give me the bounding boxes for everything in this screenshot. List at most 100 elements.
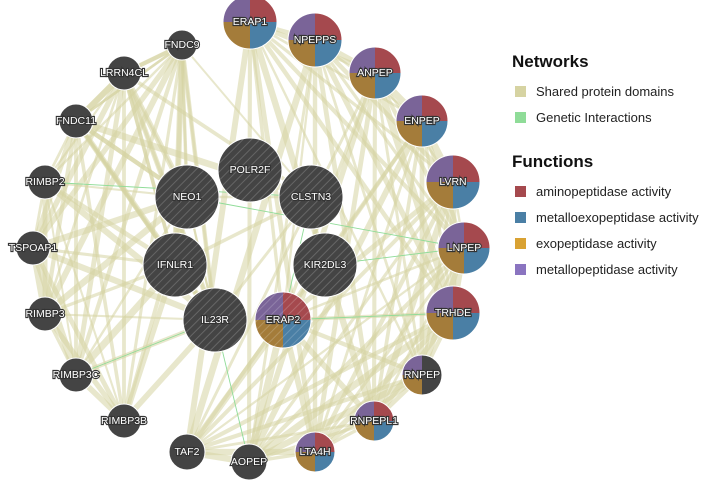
edge-shared-domain-ERAP1-LTA4H [247,21,318,453]
node-lvrn[interactable]: LVRN [425,154,481,210]
function-slice [464,248,490,274]
node-kir2dl3[interactable]: KIR2DL3 [292,232,358,298]
node-clstn3[interactable]: CLSTN3 [278,164,344,230]
function-slice [354,421,374,441]
node-fndc9[interactable]: FNDC9 [163,29,201,61]
node-label: IFNLR1 [157,259,193,271]
edge-shared-domain-TSPOAP1-LRRN4CL [30,71,127,250]
node-erap1[interactable]: ERAP1 [222,0,278,50]
legend-item-aminopeptidase[interactable]: aminopeptidase activity [512,178,699,204]
legend-item-metalloexopeptidase[interactable]: metalloexopeptidase activity [512,204,699,230]
function-slice [375,73,401,99]
function-slice [223,0,250,22]
node-rimbp3[interactable]: RIMBP3 [24,296,66,332]
legend-label: metalloexopeptidase activity [536,209,699,225]
edge-shared-domain-ANPEP-TAF2 [185,72,377,453]
node-trhde[interactable]: TRHDE [425,285,481,341]
node-label: RIMBP2 [25,176,64,188]
node-rnpepl1[interactable]: RNPEPL1 [349,400,399,442]
node-aopep[interactable]: AOPEP [230,443,268,481]
node-il23r[interactable]: IL23R [182,287,248,353]
node-rimbp3b[interactable]: RIMBP3B [100,403,148,439]
function-slice [354,401,374,421]
edge-shared-domain-NPEPPS-AOPEP [247,39,317,463]
edge-shared-domain-NPEPPS-TAF2 [183,39,319,453]
node-polr2f[interactable]: POLR2F [217,137,283,203]
node-label: RNPEP [404,369,440,381]
node-lnpep[interactable]: LNPEP [437,221,491,275]
function-slice [453,182,480,209]
function-slice [438,248,464,274]
node-anpep[interactable]: ANPEP [348,46,402,100]
node-label: IL23R [201,314,229,326]
edge-shared-domain-ERAP1-TAF2 [184,21,253,453]
function-slice [453,155,480,182]
node-label: TAF2 [175,446,200,458]
edge-shared-domain-LRRN4CL-IFNLR1 [122,72,177,266]
node-ifnlr1[interactable]: IFNLR1 [142,232,208,298]
node-label: NEO1 [173,191,202,203]
node-rimbp2[interactable]: RIMBP2 [24,164,66,200]
legend: Networks Shared protein domains Genetic … [512,52,699,282]
edge-shared-domain-RIMBP3-LRRN4CL [43,72,126,315]
edge-shared-domain-RIMBP3B-TSPOAP1 [30,246,127,423]
edge-shared-domain-LNPEP-AOPEP [247,246,466,464]
function-slice [250,22,277,49]
swatch-metallopeptidase [515,263,526,275]
edge-shared-domain-TSPOAP1-IL23R [31,245,217,323]
edge-shared-domain-NPEPPS-RNPEP [313,39,424,376]
node-label: RNPEPL1 [350,415,398,427]
function-slice [396,95,422,121]
function-slice [295,432,315,452]
node-lrrn4cl[interactable]: LRRN4CL [99,55,149,91]
function-slice [438,222,464,248]
legend-label: Genetic Interactions [536,109,652,125]
function-slice [288,13,315,40]
node-rimbp3c[interactable]: RIMBP3C [52,357,101,393]
edge-shared-domain-ENPEP-RNPEPL1 [372,120,424,422]
edge-shared-domain-RIMBP2-IL23R [43,179,217,323]
swatch-genetic-interactions [515,111,526,123]
swatch-exopeptidase [515,237,526,249]
function-slice [402,355,422,375]
edge-shared-domain-LVRN-RNPEP [420,181,455,376]
node-label: POLR2F [230,164,271,176]
legend-label: aminopeptidase activity [536,183,672,199]
legend-item-metallopeptidase[interactable]: metallopeptidase activity [512,256,699,282]
edge-shared-domain-LNPEP-TAF2 [186,247,465,453]
legend-item-exopeptidase[interactable]: exopeptidase activity [512,230,699,256]
edges-layer [29,19,467,466]
function-slice [295,452,315,472]
node-neo1[interactable]: NEO1 [154,164,220,230]
node-taf2[interactable]: TAF2 [168,433,206,471]
node-label: LRRN4CL [100,67,148,79]
node-erap2[interactable]: ERAP2 [254,291,312,349]
function-slice [250,0,277,22]
node-fndc11[interactable]: FNDC11 [55,103,97,139]
edge-shared-domain-LVRN-AOPEP [247,181,455,463]
legend-item-shared-protein-domains[interactable]: Shared protein domains [512,78,699,104]
function-slice [426,155,453,182]
edge-shared-domain-RIMBP3-FNDC11 [42,120,79,315]
node-tspoap1[interactable]: TSPOAP1 [8,230,58,266]
node-label: KIR2DL3 [304,259,347,271]
swatch-metalloexopeptidase [515,211,526,223]
function-slice [422,121,448,147]
swatch-aminopeptidase [515,185,526,197]
legend-item-genetic-interactions[interactable]: Genetic Interactions [512,104,699,130]
node-lta4h[interactable]: LTA4H [294,431,336,473]
function-slice [315,40,342,67]
node-enpep[interactable]: ENPEP [395,94,449,148]
node-label: LTA4H [299,446,330,458]
networks-title: Networks [512,52,589,71]
node-label: ENPEP [404,115,440,127]
edge-shared-domain-TSPOAP1-FNDC9 [30,43,185,250]
node-npepps[interactable]: NPEPPS [287,12,343,68]
node-label: FNDC9 [164,39,199,51]
edge-shared-domain-TRHDE-TAF2 [186,311,454,454]
function-slice [453,286,480,313]
node-rnpep[interactable]: RNPEP [401,354,443,396]
node-label: ANPEP [357,67,393,79]
function-slice [315,432,335,452]
